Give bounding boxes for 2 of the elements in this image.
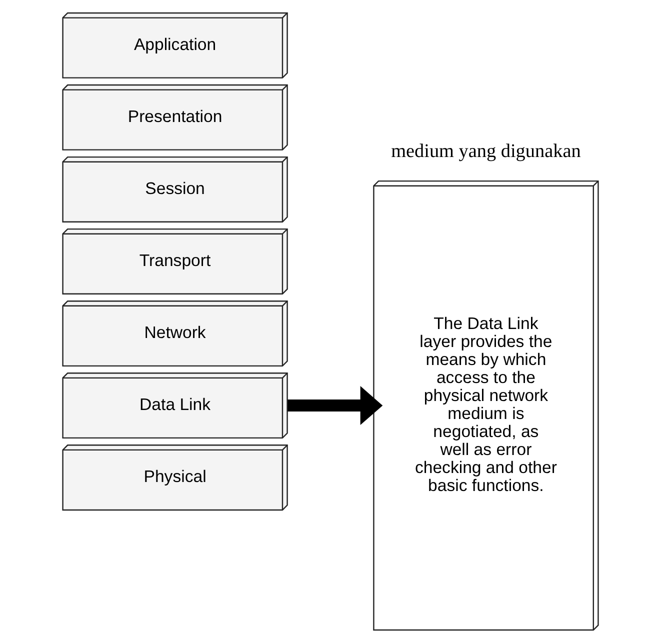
label: medium yang digunakan	[391, 140, 581, 162]
arrow	[288, 386, 383, 426]
